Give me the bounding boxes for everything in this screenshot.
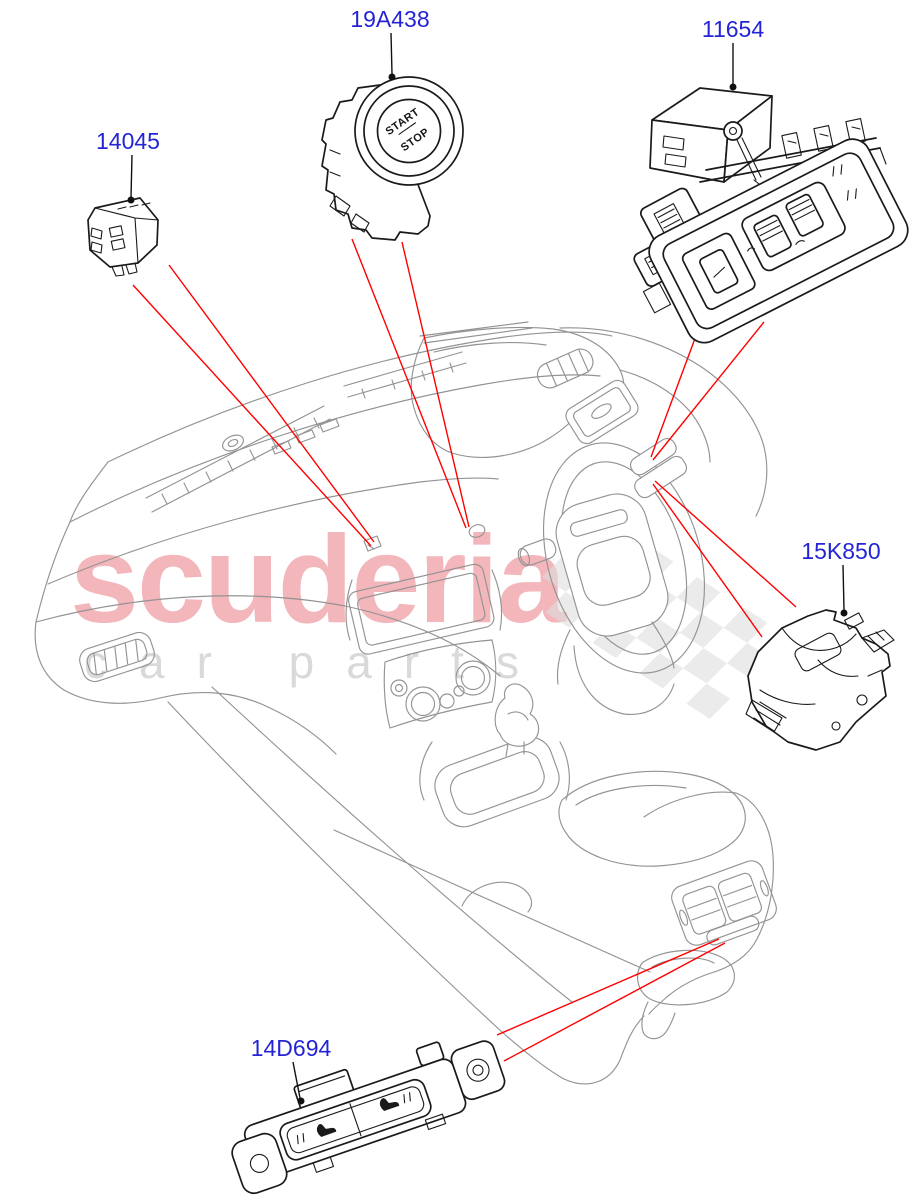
leader-line <box>503 942 726 1062</box>
vehicle-interior-sketch <box>34 321 777 1085</box>
touchscreen-sketch <box>348 563 495 655</box>
instrument-cluster-sketch <box>565 379 639 445</box>
defroster-vent-sketch <box>145 351 467 513</box>
leader-line <box>496 938 720 1036</box>
leader-line <box>401 241 470 528</box>
leader-line <box>652 321 765 461</box>
watermark-brand-text: scuderia <box>70 511 567 649</box>
left-air-vent-sketch <box>79 631 155 683</box>
speaker-grille-sketch <box>536 348 594 389</box>
steering-wheel-sketch <box>517 438 706 715</box>
part-label-11654: 11654 <box>702 16 764 91</box>
part-label-14D694: 14D694 <box>251 1035 332 1105</box>
part-drawing-19A438: START STOP <box>321 76 464 241</box>
watermark-tagline-text: car parts <box>84 636 551 688</box>
part-number-text: 19A438 <box>350 6 429 32</box>
part-label-19A438: 19A438 <box>350 6 430 81</box>
part-number-text: 14045 <box>96 128 160 154</box>
part-drawing-15K850 <box>745 609 895 751</box>
part-drawing-11654 <box>633 87 909 344</box>
leader-line <box>654 480 797 608</box>
column-stalk-sketch <box>629 438 688 499</box>
part-label-14045: 14045 <box>96 128 160 204</box>
leader-line <box>652 483 763 638</box>
red-leader-lines <box>132 238 797 1062</box>
part-drawing-14045 <box>87 197 159 277</box>
leader-line <box>168 264 375 543</box>
seat-heat-icon <box>296 1124 337 1145</box>
trim-marker-sketch <box>363 535 382 552</box>
ignition-mount-hole-sketch <box>468 524 486 538</box>
seat-heat-icon <box>379 1092 411 1111</box>
part-number-text: 11654 <box>702 16 764 42</box>
leader-line <box>351 238 467 529</box>
leader-line <box>132 284 372 547</box>
part-number-text: 15K850 <box>801 538 880 564</box>
rear-console-sketch <box>558 770 777 1040</box>
part-label-15K850: 15K850 <box>801 538 881 617</box>
climate-controls-sketch <box>383 639 497 729</box>
part-labels: 14045 19A438 11654 15K850 14D694 <box>96 6 881 1105</box>
part-number-text: 14D694 <box>251 1035 332 1061</box>
part-drawing-14D694 <box>231 1040 506 1195</box>
